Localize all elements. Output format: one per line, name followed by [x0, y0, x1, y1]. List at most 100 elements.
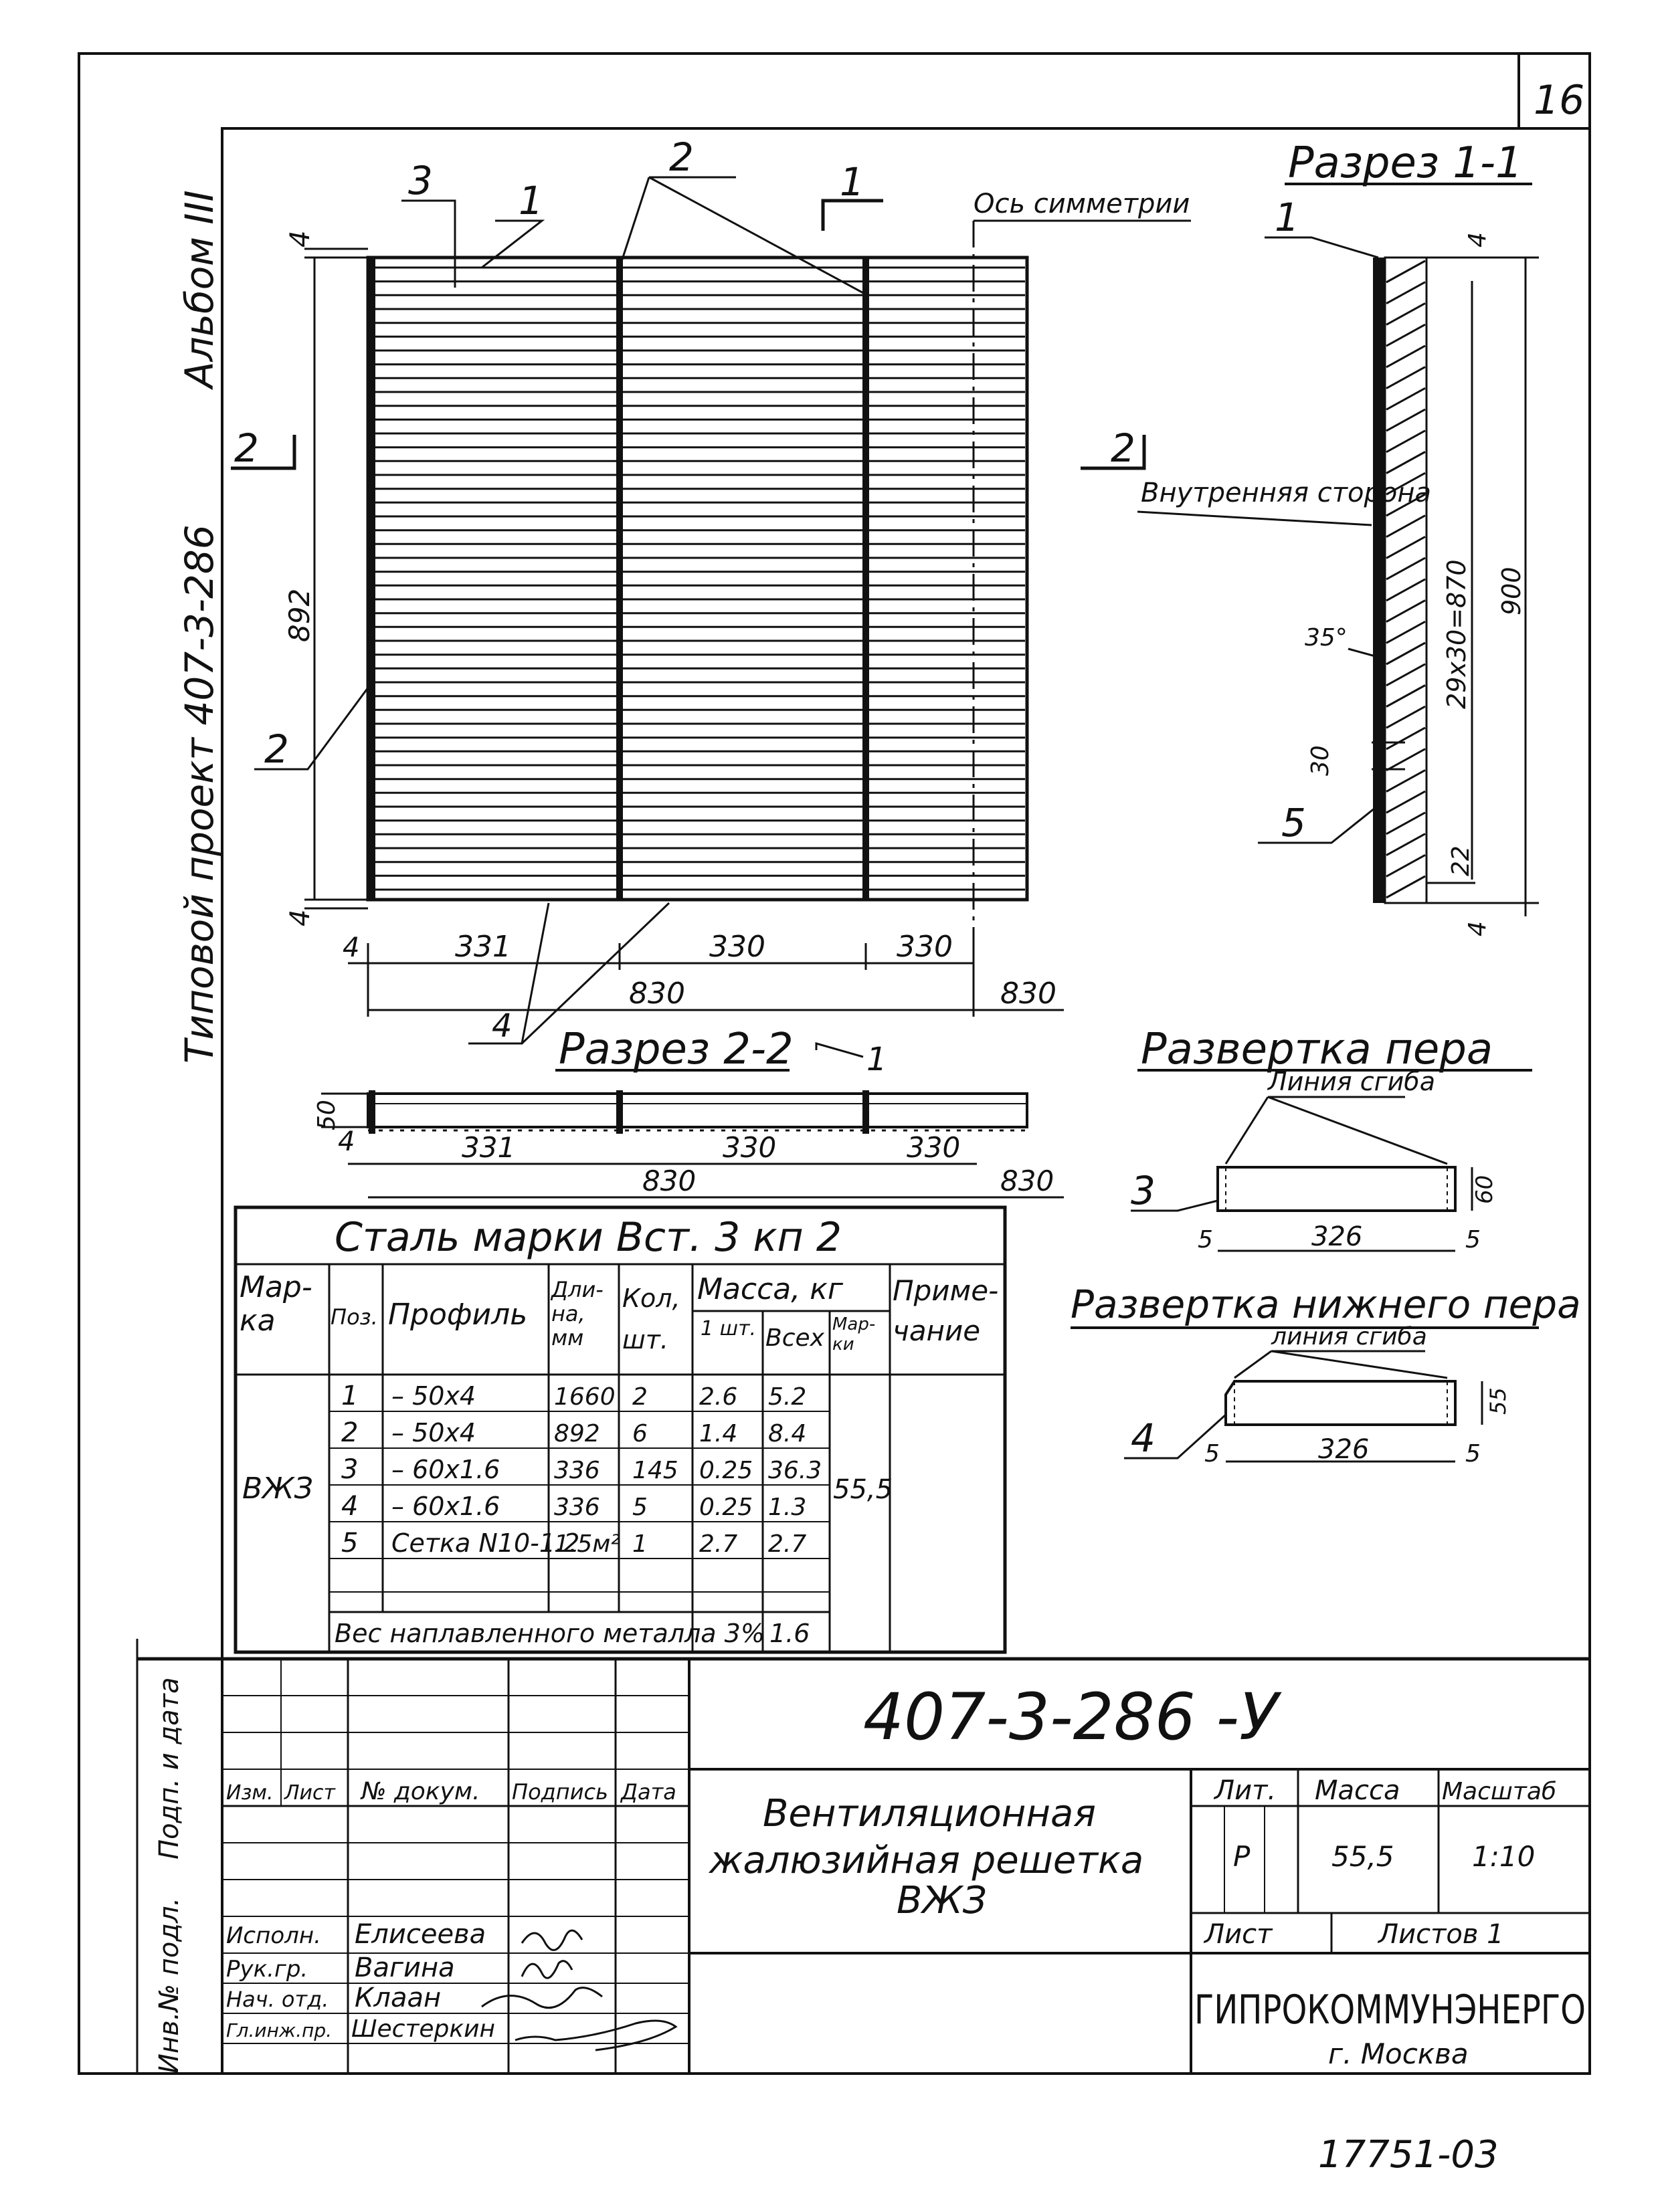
callout-2-top: 2: [669, 134, 694, 180]
dim-height-892: 892: [283, 589, 316, 642]
header-mass-all: Всех: [765, 1324, 824, 1352]
col-change: Изм.: [226, 1781, 274, 1805]
spec-cell-length: 1.5м²: [554, 1530, 620, 1558]
col-sign: Подпись: [512, 1779, 608, 1805]
spec-cell-length: 892: [554, 1420, 600, 1447]
section-blade-line: [1386, 663, 1426, 687]
spec-cell-pos: 4: [341, 1491, 358, 1522]
lower-blade-dim-5-left: 5: [1204, 1440, 1220, 1468]
lit-value: Р: [1233, 1840, 1251, 1873]
role-3: Нач. отд.: [226, 1987, 329, 2012]
section-1-dim-22: 22: [1447, 845, 1475, 876]
section-blade-line: [1386, 641, 1426, 666]
org-city: г. Москва: [1328, 2037, 1469, 2070]
section-1-dim-4-top: 4: [1464, 232, 1491, 247]
blade-bend-line: Линия сгиба: [1267, 1067, 1435, 1096]
section-2-2: [321, 1042, 1064, 1199]
spec-cell-all: 36.3: [768, 1457, 822, 1484]
spec-cell-profile: Сетка N10-1.2: [391, 1528, 579, 1558]
spec-cell-length: 1660: [554, 1383, 616, 1411]
margin-project: Типовой проект 407-3-286: [177, 524, 222, 1064]
header-qty: Кол, шт.: [622, 1284, 680, 1354]
section-blade-line: [1386, 387, 1426, 411]
lower-blade-drawing: [1071, 1326, 1539, 1463]
section-blade-line: [1386, 875, 1426, 899]
section-1-angle: 35°: [1305, 624, 1348, 651]
product-name-line-1: Вентиляционная: [763, 1792, 1096, 1835]
section-blade-line: [1386, 705, 1426, 729]
section-1-dim-900: 900: [1497, 567, 1526, 615]
spec-cell-one: 0.25: [699, 1457, 753, 1484]
blade-drawing: [1131, 1069, 1532, 1252]
scale-value: 1:10: [1472, 1840, 1535, 1873]
section-blade-line: [1386, 366, 1426, 389]
section-blade-line: [1386, 493, 1426, 517]
spec-cell-qty: 145: [632, 1457, 678, 1484]
section-mark-1-label: 1: [840, 159, 864, 205]
sheet-label: Лист: [1203, 1919, 1273, 1950]
spec-cell-qty: 6: [632, 1420, 648, 1447]
section-blade-line: [1386, 344, 1426, 369]
header-mass-one: 1 шт.: [701, 1317, 757, 1340]
spec-cell-qty: 5: [632, 1494, 648, 1521]
dim-edge-top: 4: [285, 231, 316, 247]
spec-weld-label: Вес наплавленного металла 3%: [335, 1619, 765, 1648]
section-blade-line: [1386, 536, 1426, 559]
signature-3: [481, 1987, 603, 2009]
page-number: 16: [1534, 77, 1584, 124]
main-view: [231, 176, 1191, 1045]
spec-table: [234, 1205, 1007, 1654]
section-blade-line: [1386, 578, 1426, 602]
section-2-dim-4: 4: [338, 1126, 355, 1157]
dim-830-main: 830: [629, 977, 685, 1011]
section-blade-line: [1386, 726, 1426, 750]
spec-cell-all: 2.7: [768, 1530, 806, 1558]
section-1-dim-4-bottom: 4: [1464, 921, 1491, 936]
section-blade-line: [1386, 557, 1426, 581]
lower-blade-dim-55: 55: [1485, 1387, 1511, 1415]
section-blade-line: [1386, 451, 1426, 474]
spec-cell-pos: 3: [341, 1454, 358, 1485]
role-4: Гл.инж.пр.: [226, 2019, 332, 2041]
section-1-callout-1: 1: [1275, 195, 1299, 240]
callout-1: 1: [519, 178, 543, 223]
margin-album: Альбом III: [177, 190, 222, 391]
leaders: [254, 176, 1191, 1045]
dim-330-b: 330: [897, 930, 953, 964]
section-1-pitch: 30: [1307, 745, 1334, 776]
section-marks: [231, 199, 1146, 470]
spec-cell-one: 1.4: [699, 1420, 737, 1447]
dim-331: 331: [455, 930, 511, 964]
margin-sign: Подп. и дата: [154, 1678, 185, 1859]
spec-cell-qty: 2: [632, 1383, 648, 1411]
section-blade-line: [1386, 514, 1426, 538]
signature-4: [515, 2019, 678, 2051]
section-blade-line: [1386, 833, 1426, 856]
section-mark-2-left: 2: [234, 425, 259, 471]
section-blade-line: [1386, 599, 1426, 623]
lower-blade-title: Развертка нижнего пера: [1071, 1282, 1581, 1327]
section-blade-line: [1386, 408, 1426, 432]
signature-1: [521, 1929, 583, 1951]
spec-table-header: Мар-ка Поз. Профиль Дли-на, мм Кол, шт. …: [240, 1271, 998, 1355]
name-3: Клаан: [355, 1983, 441, 2013]
org-name: ГИПРОКОММУНЭНЕРГО: [1194, 1987, 1586, 2033]
lower-blade-callout: 4: [1131, 1415, 1156, 1461]
doc-number: 407-3-286 -У: [863, 1680, 1282, 1754]
margin-inv: Инв.№ подл.: [154, 1898, 185, 2074]
section-2-dim-830: 830: [642, 1165, 696, 1197]
name-4: Шестеркин: [351, 2015, 495, 2043]
spec-cell-profile: – 60х1.6: [391, 1492, 500, 1521]
section-2-dim-330-b: 330: [907, 1131, 960, 1164]
spec-cell-qty: 1: [632, 1530, 648, 1558]
section-1-frame-strip: [1373, 258, 1385, 903]
dim-830-half: 830: [1000, 977, 1056, 1011]
blade-dim-5-left: 5: [1198, 1226, 1213, 1253]
col-sheet: Лист: [284, 1781, 337, 1805]
section-1-1: [1137, 183, 1539, 916]
spec-mark-value: ВЖЗ: [242, 1472, 313, 1506]
mass-value: 55,5: [1331, 1840, 1394, 1873]
section-mark-2-right: 2: [1111, 425, 1135, 471]
